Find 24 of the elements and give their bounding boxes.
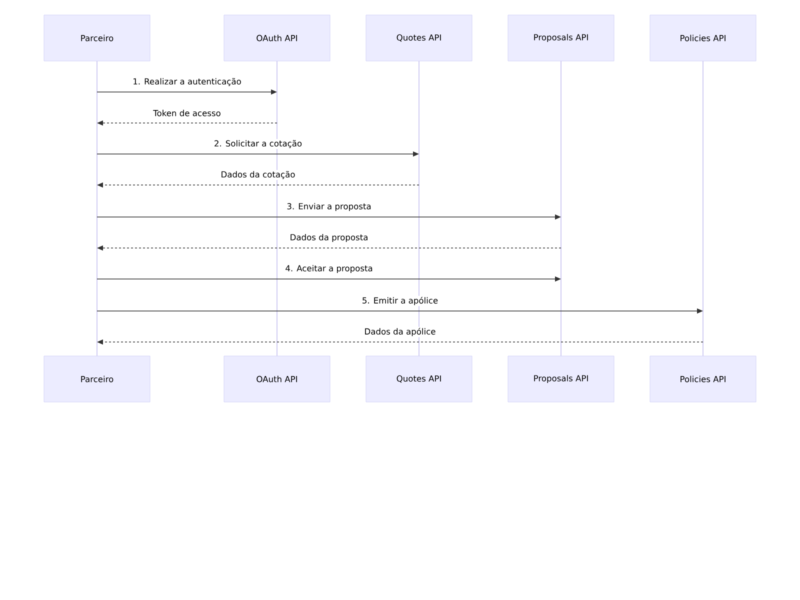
- participant-box: Policies API: [650, 14, 756, 62]
- message-label: Token de acesso: [152, 108, 222, 118]
- lifeline: [702, 61, 704, 356]
- message-label: 5. Emitir a apólice: [360, 296, 440, 306]
- message-label: Dados da cotação: [220, 170, 296, 180]
- lifeline: [418, 61, 420, 356]
- message-label: 2. Solicitar a cotação: [212, 138, 304, 150]
- participant-box: Parceiro: [44, 356, 150, 402]
- participant-box: Proposals API: [508, 356, 614, 402]
- participant-box: OAuth API: [224, 356, 330, 402]
- lifeline: [96, 61, 98, 356]
- participant-box: Quotes API: [366, 14, 472, 62]
- message-label: Dados da proposta: [288, 232, 370, 244]
- participant-box: OAuth API: [224, 14, 330, 62]
- participant-box: Proposals API: [508, 14, 614, 62]
- participant-box: Parceiro: [44, 14, 150, 62]
- lifeline: [560, 61, 562, 356]
- participant-box: Policies API: [650, 356, 756, 402]
- message-label: 1. Realizar a autenticação: [132, 76, 242, 88]
- lifeline: [276, 61, 278, 356]
- message-label: Dados da apólice: [363, 326, 437, 338]
- message-label: 4. Aceitar a proposta: [284, 264, 374, 274]
- message-label: 3. Enviar a proposta: [286, 202, 372, 212]
- participant-box: Quotes API: [366, 356, 472, 402]
